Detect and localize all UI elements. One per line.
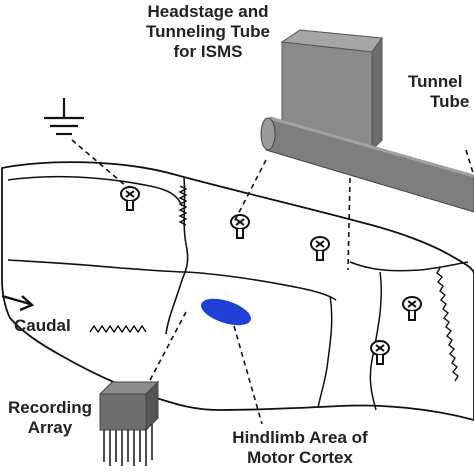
tunnel-tube-label: Tunnel Tube [408,72,469,112]
hindlimb-leader [233,325,263,425]
tube-label-line: Tube [430,92,470,111]
hindlimb-label-line: Hindlimb Area of [232,428,368,447]
ground-wire [71,139,127,187]
headstage-label-line: for ISMS [173,42,243,61]
tunneling-tube [260,116,474,213]
headstage-leader [233,159,267,223]
recording-array-label: Recording Array [2,398,98,438]
suture-crinkle-1 [178,185,188,226]
recording-leader [147,311,187,385]
tube-label-line: Tunnel [408,72,463,91]
suture-crinkle-2 [89,324,147,334]
headstage-block [280,29,383,152]
headstage-label-line: Tunneling Tube [145,22,270,41]
headstage-label-line: Headstage and [147,2,269,21]
recording-label-line: Array [27,418,73,437]
tube-leader-1 [347,177,351,271]
hindlimb-area-mark [201,298,251,326]
brain-contour [7,175,337,301]
hindlimb-area-label: Hindlimb Area of Motor Cortex [200,428,400,468]
suture-right [317,261,469,411]
recording-array-icon [98,380,160,466]
ground-symbol-icon [44,98,84,136]
arrow-icon [1,294,35,312]
recording-label-line: Recording [7,398,93,417]
skull-outline [1,161,474,421]
headstage-label: Headstage and Tunneling Tube for ISMS [128,2,288,62]
caudal-label: Caudal [14,316,71,335]
suture-crinkle-3 [436,267,459,382]
tube-leader-2 [465,149,474,177]
hindlimb-label-line: Motor Cortex [247,448,353,467]
